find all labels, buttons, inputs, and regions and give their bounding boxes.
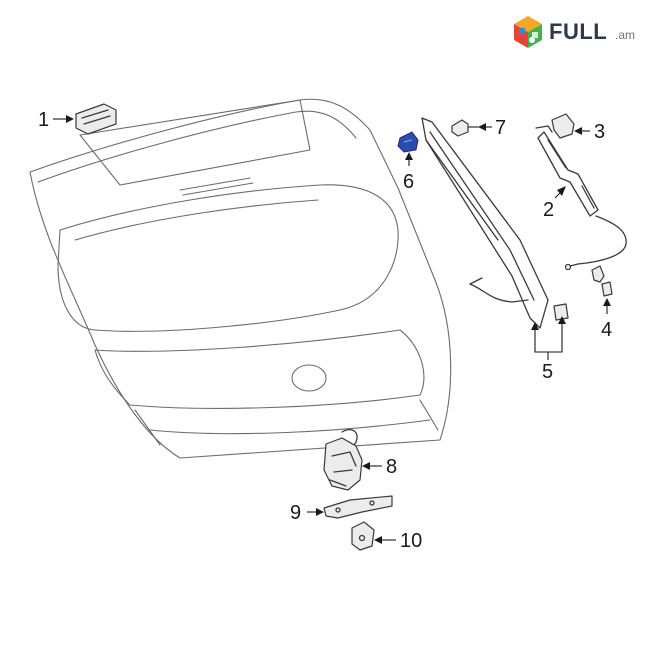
- part-2-gas-strut[interactable]: [535, 125, 627, 271]
- callout-4-label: 4: [601, 319, 612, 341]
- callout-6-label: 6: [403, 171, 414, 193]
- part-1-handle[interactable]: [75, 103, 117, 135]
- brand-tld: .am: [615, 28, 635, 42]
- part-4-clip[interactable]: [591, 265, 613, 297]
- callout-3-label: 3: [594, 121, 605, 143]
- brand-word: FULL: [549, 19, 607, 44]
- callout-10-arrow-icon: [374, 536, 382, 544]
- callout-2-arrow-icon: [557, 186, 566, 196]
- part-8-lock-assembly[interactable]: [323, 428, 363, 491]
- callout-8-label: 8: [386, 456, 397, 478]
- callout-9-arrow-icon: [316, 508, 324, 516]
- brand-logo[interactable]: FULL .am: [514, 16, 635, 48]
- callout-7-arrow-icon: [478, 123, 486, 131]
- logo-cube-icon: [514, 16, 542, 48]
- callout-5-label: 5: [542, 361, 553, 383]
- callout-3-arrow-icon: [574, 127, 582, 135]
- callout-5-arrow-right-icon: [558, 316, 566, 324]
- part-9-striker[interactable]: [323, 495, 393, 519]
- part-5-weatherstrip[interactable]: [421, 117, 569, 329]
- part-3-bracket[interactable]: [551, 113, 575, 139]
- callout-5-arrow-left-icon: [531, 322, 539, 330]
- callout-9-label: 9: [290, 502, 301, 524]
- callout-10-label: 10: [400, 530, 422, 552]
- part-10-bracket[interactable]: [351, 521, 375, 551]
- callout-5-bracket: [534, 320, 563, 353]
- callout-4-arrow-icon: [603, 298, 611, 306]
- callout-1-arrow-icon: [66, 115, 74, 123]
- part-7-bolt[interactable]: [451, 119, 479, 137]
- back-door-panel: [29, 98, 452, 459]
- callout-1-label: 1: [38, 109, 49, 131]
- part-6-clip-highlighted[interactable]: [397, 131, 419, 153]
- callout-8-arrow-icon: [362, 462, 370, 470]
- callout-2-label: 2: [543, 199, 554, 221]
- callout-7-label: 7: [495, 117, 506, 139]
- callout-6-arrow-icon: [405, 152, 413, 160]
